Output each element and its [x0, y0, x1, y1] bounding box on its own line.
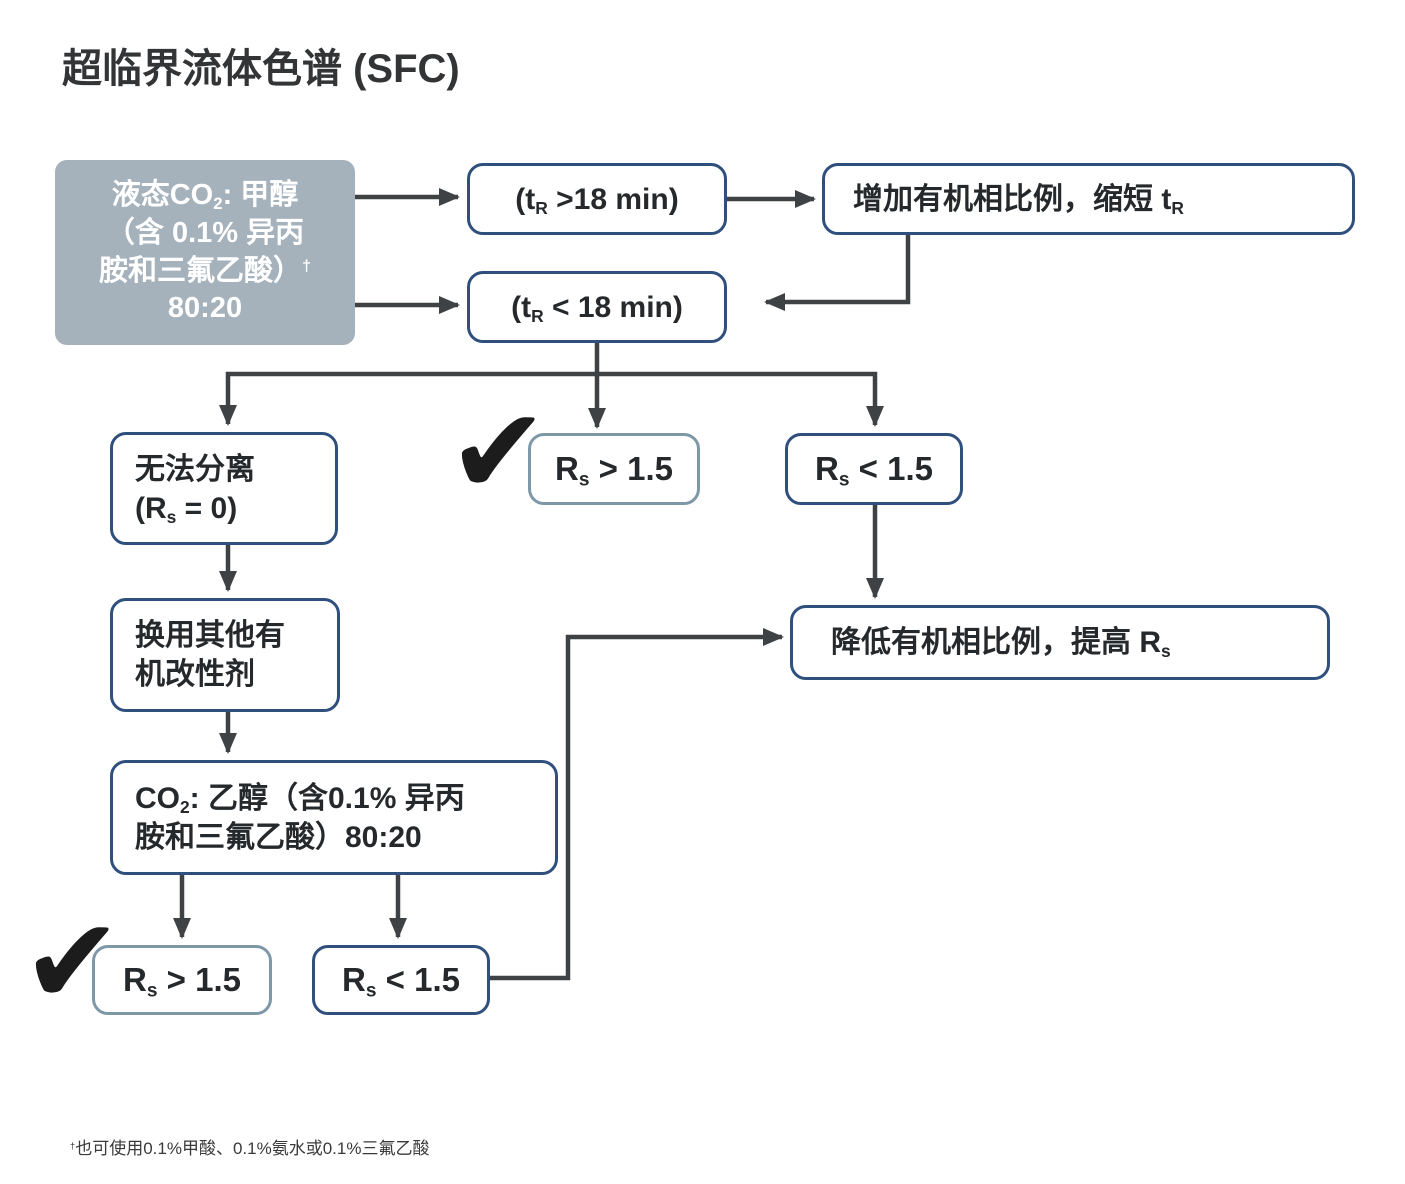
footnote: †也可使用0.1%甲酸、0.1%氨水或0.1%三氟乙酸	[70, 1134, 429, 1159]
footnote-text: 也可使用0.1%甲酸、0.1%氨水或0.1%三氟乙酸	[75, 1139, 430, 1158]
node-increase-organic: 增加有机相比例，缩短 tR	[822, 163, 1355, 235]
node-tr-gt18-label: (tR >18 min)	[515, 182, 679, 218]
node-no-separation-line1: 无法分离	[135, 452, 255, 486]
source-line4: 80:20	[167, 292, 243, 325]
node-decrease-organic-label: 降低有机相比例，提高 Rs	[831, 626, 1171, 662]
node-tr-lt18: (tR < 18 min)	[467, 271, 727, 343]
node-rs-fail-mid-label: Rs < 1.5	[815, 449, 933, 491]
node-rs-pass-mid: Rs > 1.5	[528, 433, 700, 505]
node-co2-ethanol: CO2: 乙醇（含0.1% 异丙 胺和三氟乙酸）80:20	[110, 760, 558, 875]
node-switch-modifier-line2: 机改性剂	[135, 658, 255, 691]
node-rs-fail-bottom-label: Rs < 1.5	[342, 960, 460, 1002]
checkmark-icon: ✔	[22, 895, 123, 1029]
node-switch-modifier-line1: 换用其他有	[135, 619, 285, 652]
source-line2: （含 0.1% 异丙	[105, 216, 305, 249]
node-switch-modifier: 换用其他有 机改性剂	[110, 598, 340, 712]
node-rs-pass-bottom: Rs > 1.5	[92, 945, 272, 1015]
node-rs-fail-mid: Rs < 1.5	[785, 433, 963, 505]
node-co2-ethanol-line1: CO2: 乙醇（含0.1% 异丙	[135, 781, 465, 817]
node-no-separation-line2: (Rs = 0)	[135, 491, 238, 527]
connector-increase-to-tr-lt18	[764, 235, 911, 311]
node-tr-gt18: (tR >18 min)	[467, 163, 727, 235]
source-line3: 胺和三氟乙酸）†	[99, 254, 311, 287]
node-rs-pass-bottom-label: Rs > 1.5	[123, 960, 241, 1002]
node-tr-lt18-label: (tR < 18 min)	[511, 290, 683, 326]
node-source-mobile-phase: 液态CO2: 甲醇 （含 0.1% 异丙 胺和三氟乙酸）† 80:20	[55, 160, 355, 345]
page-title: 超临界流体色谱 (SFC)	[62, 47, 460, 91]
node-decrease-organic: 降低有机相比例，提高 Rs	[790, 605, 1330, 680]
node-increase-organic-label: 增加有机相比例，缩短 tR	[853, 182, 1184, 218]
node-co2-ethanol-line2: 胺和三氟乙酸）80:20	[135, 820, 422, 854]
node-no-separation: 无法分离 (Rs = 0)	[110, 432, 338, 545]
connector-rs-fail-bottom-to-decrease	[490, 628, 784, 981]
source-line1: 液态CO2: 甲醇	[111, 179, 299, 214]
node-rs-pass-mid-label: Rs > 1.5	[555, 449, 673, 491]
node-rs-fail-bottom: Rs < 1.5	[312, 945, 490, 1015]
checkmark-icon: ✔	[448, 385, 549, 519]
footnote-dagger: †	[70, 1140, 76, 1151]
